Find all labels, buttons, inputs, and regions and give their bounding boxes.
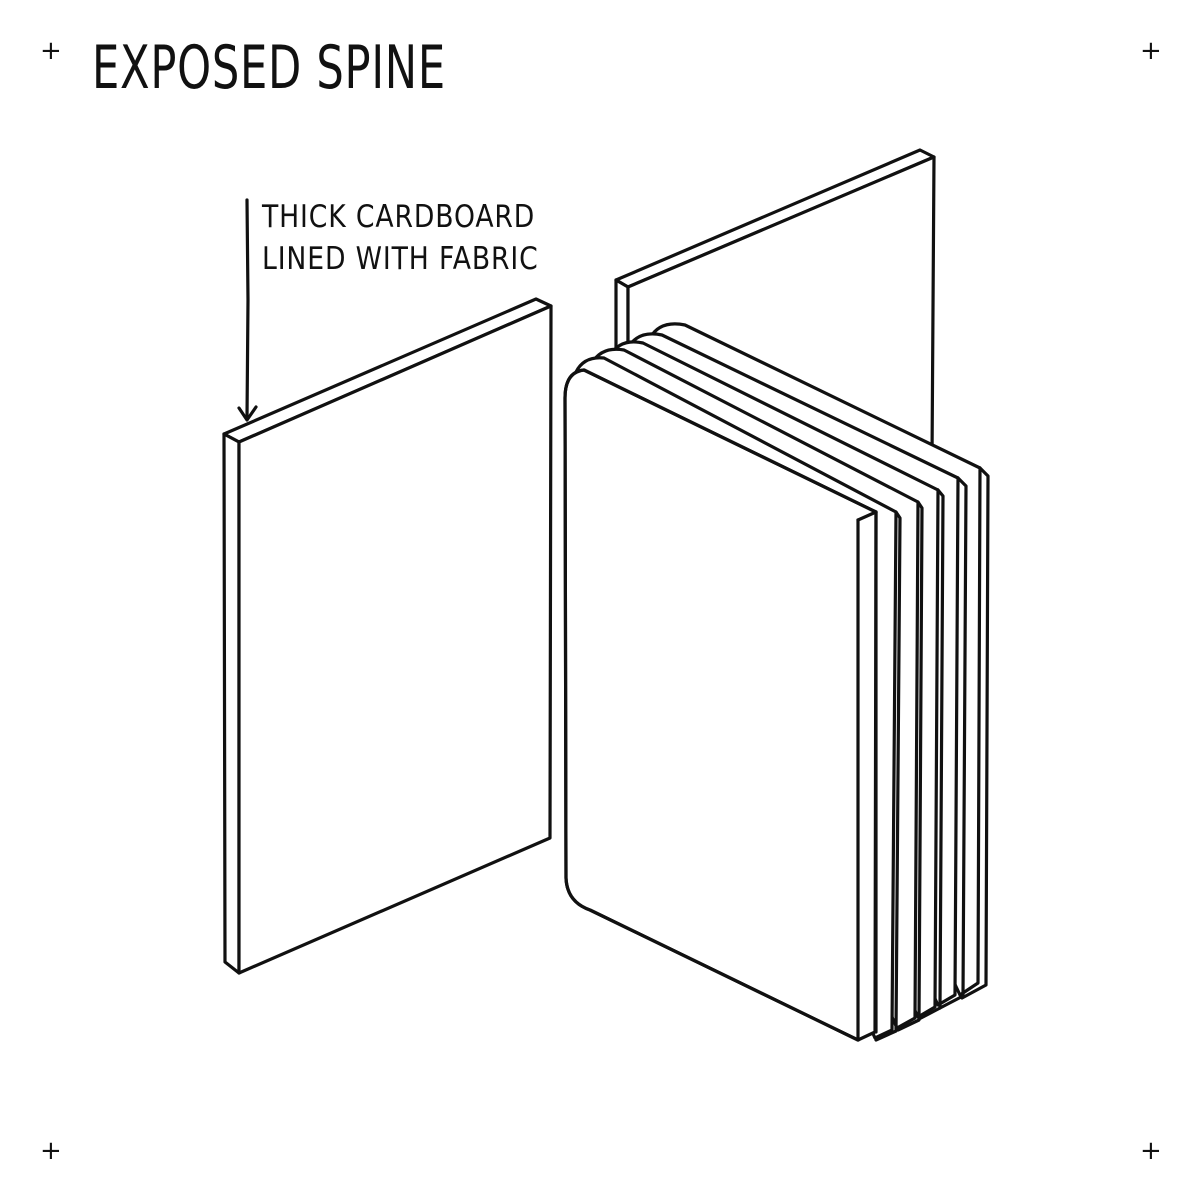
annotation-label: THICK CARDBOARD LINED WITH FABRIC [262,196,539,280]
annotation-arrow [237,198,258,422]
annotation-line-2: LINED WITH FABRIC [262,241,539,277]
corner-mark-bottom-left: + [40,1136,62,1166]
corner-mark-bottom-right: + [1140,1136,1162,1166]
corner-mark-top-left: + [40,36,62,66]
page-title: EXPOSED SPINE [92,33,446,103]
text-block [563,322,990,1042]
corner-mark-top-right: + [1140,36,1162,66]
annotation-line-1: THICK CARDBOARD [262,199,536,235]
front-cover-board [222,297,553,975]
